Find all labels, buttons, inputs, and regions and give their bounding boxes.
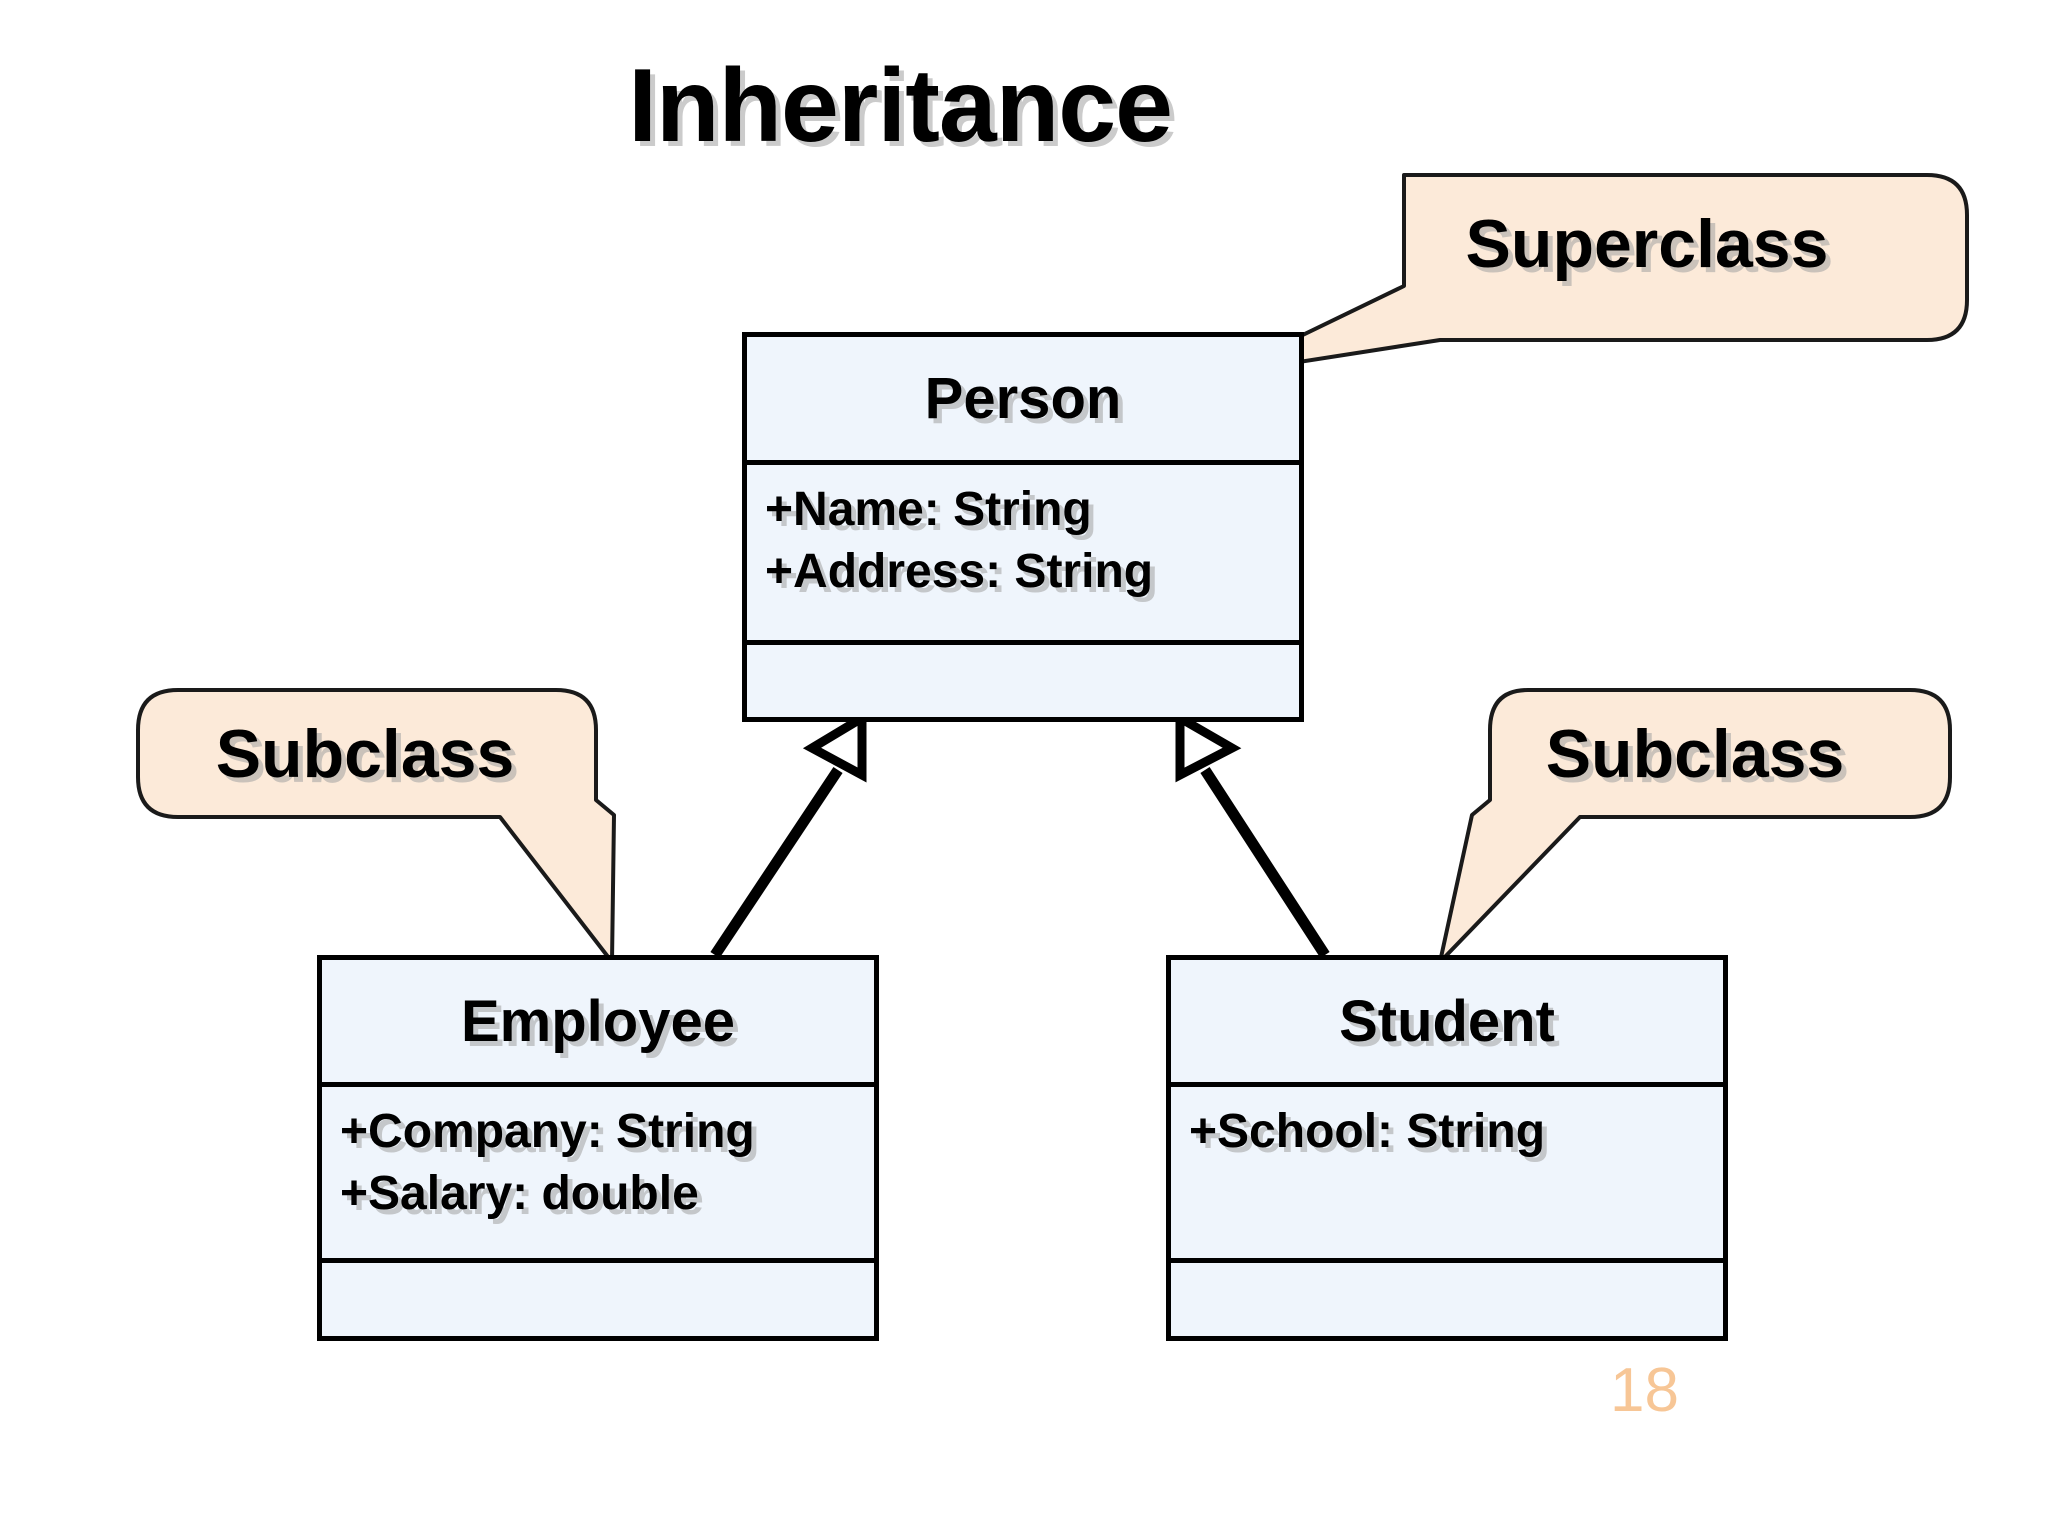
class-box-employee[interactable]: Employee +Company: String +Salary: doubl… bbox=[317, 955, 879, 1341]
class-box-student[interactable]: Student +School: String bbox=[1166, 955, 1728, 1341]
class-operations-employee bbox=[322, 1263, 874, 1335]
attribute-row: +Address: String bbox=[765, 545, 1154, 599]
attribute-row: +Salary: double bbox=[340, 1167, 699, 1221]
class-name-person: Person bbox=[747, 337, 1299, 465]
callout-subclass-right bbox=[1438, 688, 1952, 964]
page-title: Inheritance bbox=[628, 48, 1173, 164]
callout-label-subclass-left: Subclass bbox=[215, 716, 515, 792]
attribute-row: +School: String bbox=[1189, 1105, 1546, 1158]
page-number: 18 bbox=[1610, 1356, 1679, 1425]
callout-superclass bbox=[1220, 173, 1969, 376]
class-operations-person bbox=[747, 645, 1299, 717]
attribute-row: +Name: String bbox=[765, 483, 1092, 536]
class-attributes-person: +Name: String +Address: String bbox=[747, 465, 1299, 645]
class-name-student: Student bbox=[1171, 960, 1723, 1087]
callout-subclass-left bbox=[136, 688, 616, 964]
generalization-employee-to-person bbox=[710, 710, 867, 959]
class-operations-student bbox=[1171, 1263, 1723, 1335]
callout-label-subclass-right: Subclass bbox=[1545, 716, 1845, 792]
class-name-employee: Employee bbox=[322, 960, 874, 1087]
callout-label-superclass: Superclass bbox=[1465, 206, 1829, 282]
class-attributes-student: +School: String bbox=[1171, 1087, 1723, 1263]
class-box-person[interactable]: Person +Name: String +Address: String bbox=[742, 332, 1304, 722]
class-attributes-employee: +Company: String +Salary: double bbox=[322, 1087, 874, 1263]
generalization-student-to-person bbox=[1175, 710, 1330, 958]
attribute-row: +Company: String bbox=[340, 1105, 755, 1158]
